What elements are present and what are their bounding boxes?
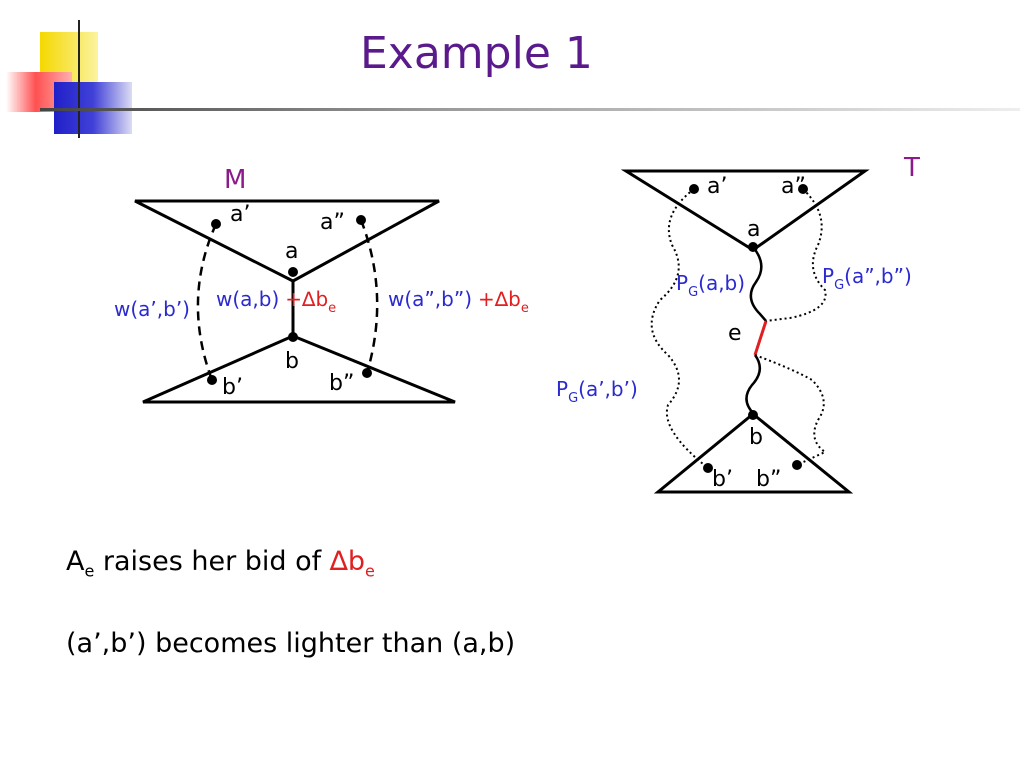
label-a2: a” (320, 210, 345, 235)
p-letter: P (556, 377, 568, 401)
path-label-a2b2: PG(a”,b”) (822, 264, 912, 293)
label-e: e (728, 321, 742, 346)
weight-a2b2-group: w(a”,b”)+∆be (388, 287, 529, 316)
tree-edge-e (753, 320, 768, 356)
node-b1 (207, 375, 217, 385)
plus-sign: + (285, 287, 302, 311)
top-triangle (134, 199, 440, 283)
weight-a2b2: w(a”,b”) (388, 287, 472, 311)
path-args: (a”,b”) (844, 264, 912, 288)
path-args: (a,b) (698, 271, 745, 295)
dotted-path-a1b1 (650, 188, 709, 469)
node-b2 (792, 460, 802, 470)
p-letter: P (676, 271, 688, 295)
weight-ab-group: w(a,b)+∆be (216, 287, 336, 316)
path-label-ab: PG(a,b) (676, 271, 745, 300)
dotted-path-e-b2 (754, 354, 827, 466)
bullet-line-2: (a’,b’) becomes lighter than (a,b) (66, 628, 516, 659)
node-a2 (798, 184, 808, 194)
weight-a1b1: w(a’,b’) (114, 297, 190, 321)
right-diagram: T a’ a” a e b b’ b” PG(a, (556, 153, 920, 494)
b-letter: b (508, 287, 521, 311)
weight-ab: w(a,b) (216, 287, 279, 311)
label-a1: a’ (230, 202, 250, 227)
path-args: (a’,b’) (578, 377, 638, 401)
plus-sign: + (478, 287, 495, 311)
label-b1: b’ (222, 375, 243, 400)
bottom-triangle (653, 412, 854, 494)
tree-path-upper (749, 246, 767, 322)
label-b1: b’ (712, 467, 733, 492)
sub-g: G (568, 391, 578, 406)
dashed-edge-a2b2 (359, 219, 379, 374)
text-raises: raises her bid of (94, 546, 330, 577)
tree-path-lower (745, 354, 761, 415)
sub-e: e (521, 301, 529, 316)
sub-g: G (834, 278, 844, 293)
label-b2: b” (756, 467, 781, 492)
node-a (288, 267, 298, 277)
path-label-a1b1: PG(a’,b’) (556, 377, 638, 406)
label-a1: a’ (707, 174, 727, 199)
delta-b: ∆b (329, 546, 365, 577)
bullet-line-1: Ae raises her bid of ∆be (66, 546, 375, 580)
label-b2: b” (329, 371, 354, 396)
left-diagram: M a’ a” a b b’ b” w(a’,b’) w(a,b)+∆be w (114, 165, 529, 404)
bottom-triangle (142, 334, 456, 404)
node-a (748, 242, 758, 252)
p-letter: P (822, 264, 834, 288)
label-a2: a” (781, 174, 806, 199)
node-b2 (362, 368, 372, 378)
sub-g: G (688, 285, 698, 300)
b-letter: b (315, 287, 328, 311)
dotted-path-a2-e (765, 188, 827, 322)
label-T: T (903, 153, 920, 183)
label-M: M (224, 165, 246, 195)
sub-e: e (84, 561, 95, 581)
slide-title: Example 1 (360, 28, 593, 79)
delta-sign: ∆ (494, 287, 509, 311)
dashed-edge-a1b1 (196, 223, 218, 381)
node-b (748, 410, 758, 420)
text-A: A (66, 546, 85, 577)
label-a: a (285, 239, 298, 264)
node-a2 (356, 215, 366, 225)
label-b: b (285, 349, 299, 374)
sub-e: e (328, 301, 336, 316)
node-b1 (703, 463, 713, 473)
delta-sign: ∆ (301, 287, 316, 311)
node-b (288, 332, 298, 342)
node-a1 (689, 184, 699, 194)
node-a1 (211, 219, 221, 229)
sub-e-red: e (364, 561, 375, 581)
top-triangle (620, 169, 870, 252)
label-b: b (749, 425, 763, 450)
label-a: a (747, 217, 760, 242)
